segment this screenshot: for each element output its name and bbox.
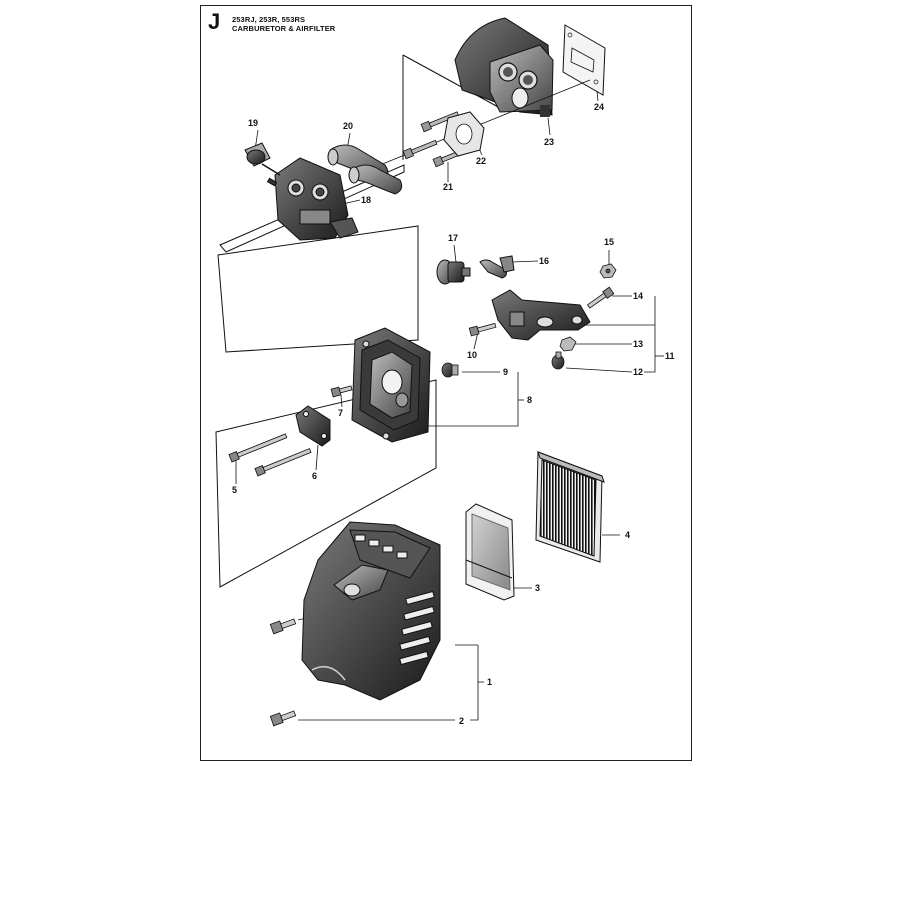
diagram-title: CARBURETOR & AIRFILTER (232, 24, 336, 33)
callout-labels: 1 2 3 4 5 6 7 8 9 10 11 12 13 14 15 16 1… (232, 102, 675, 726)
callout-16: 16 (539, 256, 549, 266)
callout-14: 14 (633, 291, 643, 301)
air-filter-part-4 (535, 451, 605, 563)
section-letter: J (208, 9, 221, 34)
callout-20: 20 (343, 121, 353, 131)
callout-19: 19 (248, 118, 258, 128)
frame-carburetor-inner (217, 225, 419, 353)
callout-15: 15 (604, 237, 614, 247)
intake-elbows-part-20 (327, 144, 403, 195)
callout-5: 5 (232, 485, 237, 495)
callout-8: 8 (527, 395, 532, 405)
intake-housing-part-23 (454, 17, 554, 117)
frame-top-leader-diag (402, 54, 501, 109)
choke-knob-part-17 (436, 259, 471, 285)
callout-13: 13 (633, 339, 643, 349)
callout-4: 4 (625, 530, 630, 540)
callout-1: 1 (487, 677, 492, 687)
plate-part-6 (295, 405, 331, 447)
screws-part-2 (269, 618, 297, 727)
callout-2: 2 (459, 716, 464, 726)
callout-3: 3 (535, 583, 540, 593)
gasket-part-24 (562, 24, 606, 96)
fitting-part-9 (441, 362, 459, 378)
callout-6: 6 (312, 471, 317, 481)
filter-cover-part-1 (301, 521, 441, 701)
fuel-elbow-part-16 (479, 255, 515, 279)
gasket-part-22 (443, 111, 485, 157)
callout-21: 21 (443, 182, 453, 192)
filter-element-part-3 (465, 503, 515, 601)
model-list: 253RJ, 253R, 553RS (232, 15, 306, 24)
callout-10: 10 (467, 350, 477, 360)
callout-12: 12 (633, 367, 643, 377)
callout-9: 9 (503, 367, 508, 377)
screw-part-10 (468, 322, 497, 337)
callout-23: 23 (544, 137, 554, 147)
nut-part-13 (559, 336, 577, 352)
callout-24: 24 (594, 102, 604, 112)
primer-bulb-part-19 (244, 142, 281, 176)
carburetor-part-18 (266, 157, 359, 241)
nut-part-15 (599, 263, 617, 279)
long-screws-part-5 (228, 433, 312, 477)
throttle-bracket-part-11 (491, 289, 591, 341)
callout-18: 18 (361, 195, 371, 205)
callout-22: 22 (476, 156, 486, 166)
callout-7: 7 (338, 408, 343, 418)
filter-housing-part-8 (351, 327, 431, 443)
screw-part-7 (330, 385, 353, 398)
fitting-part-12 (551, 351, 565, 370)
callout-11: 11 (665, 351, 675, 361)
screw-part-14 (586, 286, 615, 309)
screws-part-21 (402, 111, 466, 168)
callout-17: 17 (448, 233, 458, 243)
